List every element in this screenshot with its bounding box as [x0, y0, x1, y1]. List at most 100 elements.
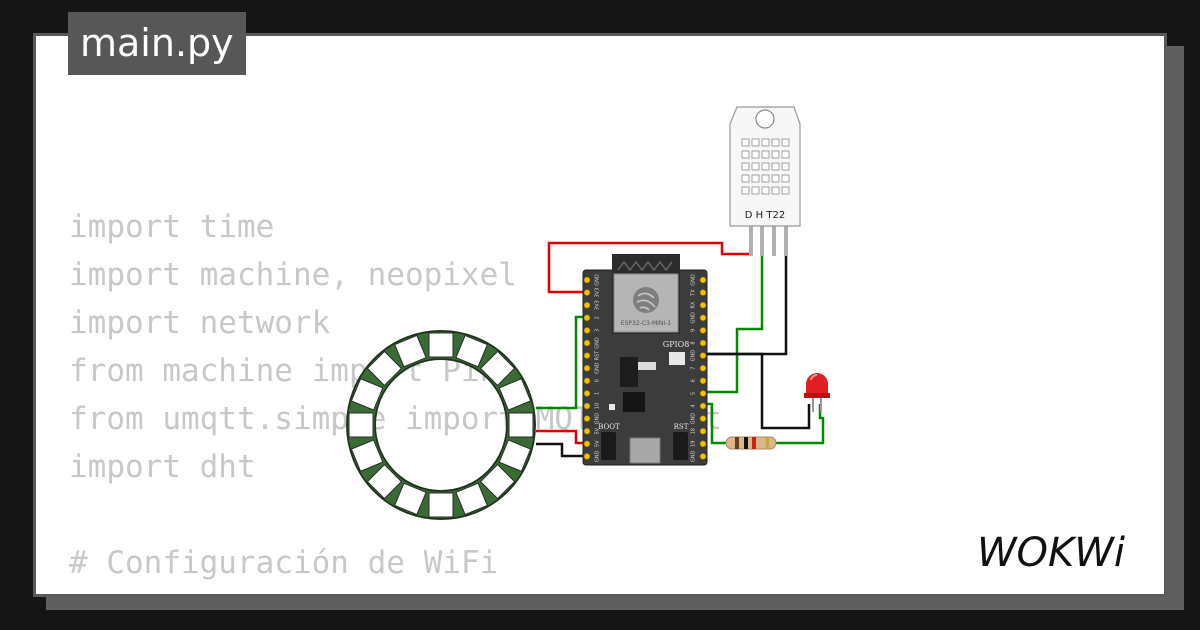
board-pin-label: 8: [691, 341, 697, 344]
board-pin[interactable]: [583, 390, 591, 397]
file-tab-main-py[interactable]: main.py: [68, 12, 246, 75]
board-pin-label: 4: [691, 404, 697, 407]
status-led: [669, 352, 685, 365]
board-pin-label: GND: [691, 451, 697, 463]
board-pin-label: RX: [691, 301, 697, 308]
ring-pixel: [498, 439, 532, 472]
vent-hole: [761, 174, 770, 183]
ring-pixel: [428, 332, 454, 358]
board-pin[interactable]: [699, 314, 707, 322]
vent-hole: [751, 174, 760, 183]
board-pin[interactable]: [699, 327, 707, 334]
board-pin-label: 3V3: [595, 288, 601, 298]
vent-hole: [761, 162, 770, 171]
code-line: import dht: [69, 449, 256, 485]
board-pin-label: GND: [691, 350, 697, 362]
ring-pixel: [479, 463, 516, 500]
ring-pixels: [348, 332, 534, 518]
dht22-sensor[interactable]: D H T22: [729, 106, 801, 256]
board-pin[interactable]: [583, 339, 591, 347]
wokwi-logo-text: WOKWi: [977, 530, 1125, 576]
board-pin[interactable]: [699, 415, 707, 422]
board-pin-label: GND: [595, 413, 601, 425]
board-pin[interactable]: [583, 314, 591, 322]
ring-pixel: [479, 350, 516, 387]
ring-pixel: [508, 412, 534, 438]
board-pin[interactable]: [583, 427, 591, 435]
vent-hole: [761, 138, 770, 147]
board-pin[interactable]: [699, 427, 707, 435]
board-pin[interactable]: [583, 289, 591, 296]
board-pin[interactable]: [583, 352, 591, 359]
wire-black-dht-gnd[interactable]: [703, 254, 788, 356]
boot-button[interactable]: [601, 432, 616, 460]
board-pin[interactable]: [583, 276, 591, 284]
wokwi-logo: WOKWi: [977, 530, 1125, 576]
resistor[interactable]: [725, 436, 777, 450]
board-pin-label: GND: [595, 362, 601, 374]
board-pin[interactable]: [699, 301, 707, 309]
board-pin[interactable]: [699, 453, 707, 460]
board-pin[interactable]: [699, 402, 707, 410]
board-pin-label: 3: [595, 329, 601, 332]
wire-green-ring-din[interactable]: [536, 315, 587, 410]
vent-hole: [781, 186, 790, 195]
vent-hole: [741, 162, 750, 171]
vent-hole: [751, 138, 760, 147]
vent-hole: [781, 174, 790, 183]
ring-pixel: [350, 439, 384, 472]
board-pin[interactable]: [583, 377, 591, 385]
usb-port: [629, 437, 661, 464]
board-pin[interactable]: [699, 289, 707, 296]
wire-black-led-gnd[interactable]: [703, 352, 811, 430]
board-pin-label: 0: [595, 379, 601, 382]
board-pin-label: RST: [595, 350, 601, 361]
board-pin[interactable]: [699, 364, 707, 372]
board-pin-label: GND: [691, 413, 697, 425]
vent-hole: [781, 138, 790, 147]
board-pin-label: GND: [595, 274, 601, 286]
wire-red-ring-5v[interactable]: [536, 429, 587, 445]
board-pin-label: GND: [691, 312, 697, 324]
board-pin[interactable]: [583, 402, 591, 410]
vent-hole: [741, 174, 750, 183]
neopixel-ring[interactable]: [346, 330, 536, 520]
ring-pixel: [428, 492, 454, 518]
ring-pixel: [498, 378, 532, 411]
vent-hole: [741, 138, 750, 147]
ring-pixel: [394, 482, 427, 516]
board-pin[interactable]: [583, 301, 591, 309]
board-pin[interactable]: [699, 377, 707, 385]
board-pin[interactable]: [583, 364, 591, 372]
board-pin-label: 5V: [595, 440, 601, 447]
board-pin-label: 5: [691, 392, 697, 395]
wire-green-dht-data[interactable]: [703, 254, 764, 394]
board-pin[interactable]: [583, 327, 591, 334]
board-pin[interactable]: [699, 390, 707, 397]
wire-black-ring-gnd[interactable]: [536, 442, 587, 458]
code-line: import network: [69, 305, 331, 341]
wire-green-resistor-led[interactable]: [775, 404, 825, 445]
red-led[interactable]: [804, 373, 830, 412]
board-pin[interactable]: [699, 276, 707, 284]
board-pin-label: 3V3: [595, 300, 601, 310]
ring-pixel: [350, 378, 384, 411]
board-pin-label: GND: [691, 274, 697, 286]
rst-button[interactable]: [673, 432, 688, 460]
board-pin[interactable]: [699, 339, 707, 347]
wires: [536, 241, 825, 458]
board-pin[interactable]: [583, 415, 591, 422]
code-line: SSID = "Wokwi-GUEST": [69, 587, 722, 594]
wire-red-3v3[interactable]: [547, 241, 750, 294]
board-pin-label: 6: [691, 379, 697, 382]
vent-hole: [781, 162, 790, 171]
board-pin-label: 2: [595, 316, 601, 319]
board-pin[interactable]: [699, 440, 707, 448]
board-pin[interactable]: [583, 453, 591, 460]
board-pin-label: 7: [691, 367, 697, 370]
board-pin[interactable]: [583, 440, 591, 448]
board-pin[interactable]: [699, 352, 707, 359]
ring-pixel: [366, 463, 403, 500]
